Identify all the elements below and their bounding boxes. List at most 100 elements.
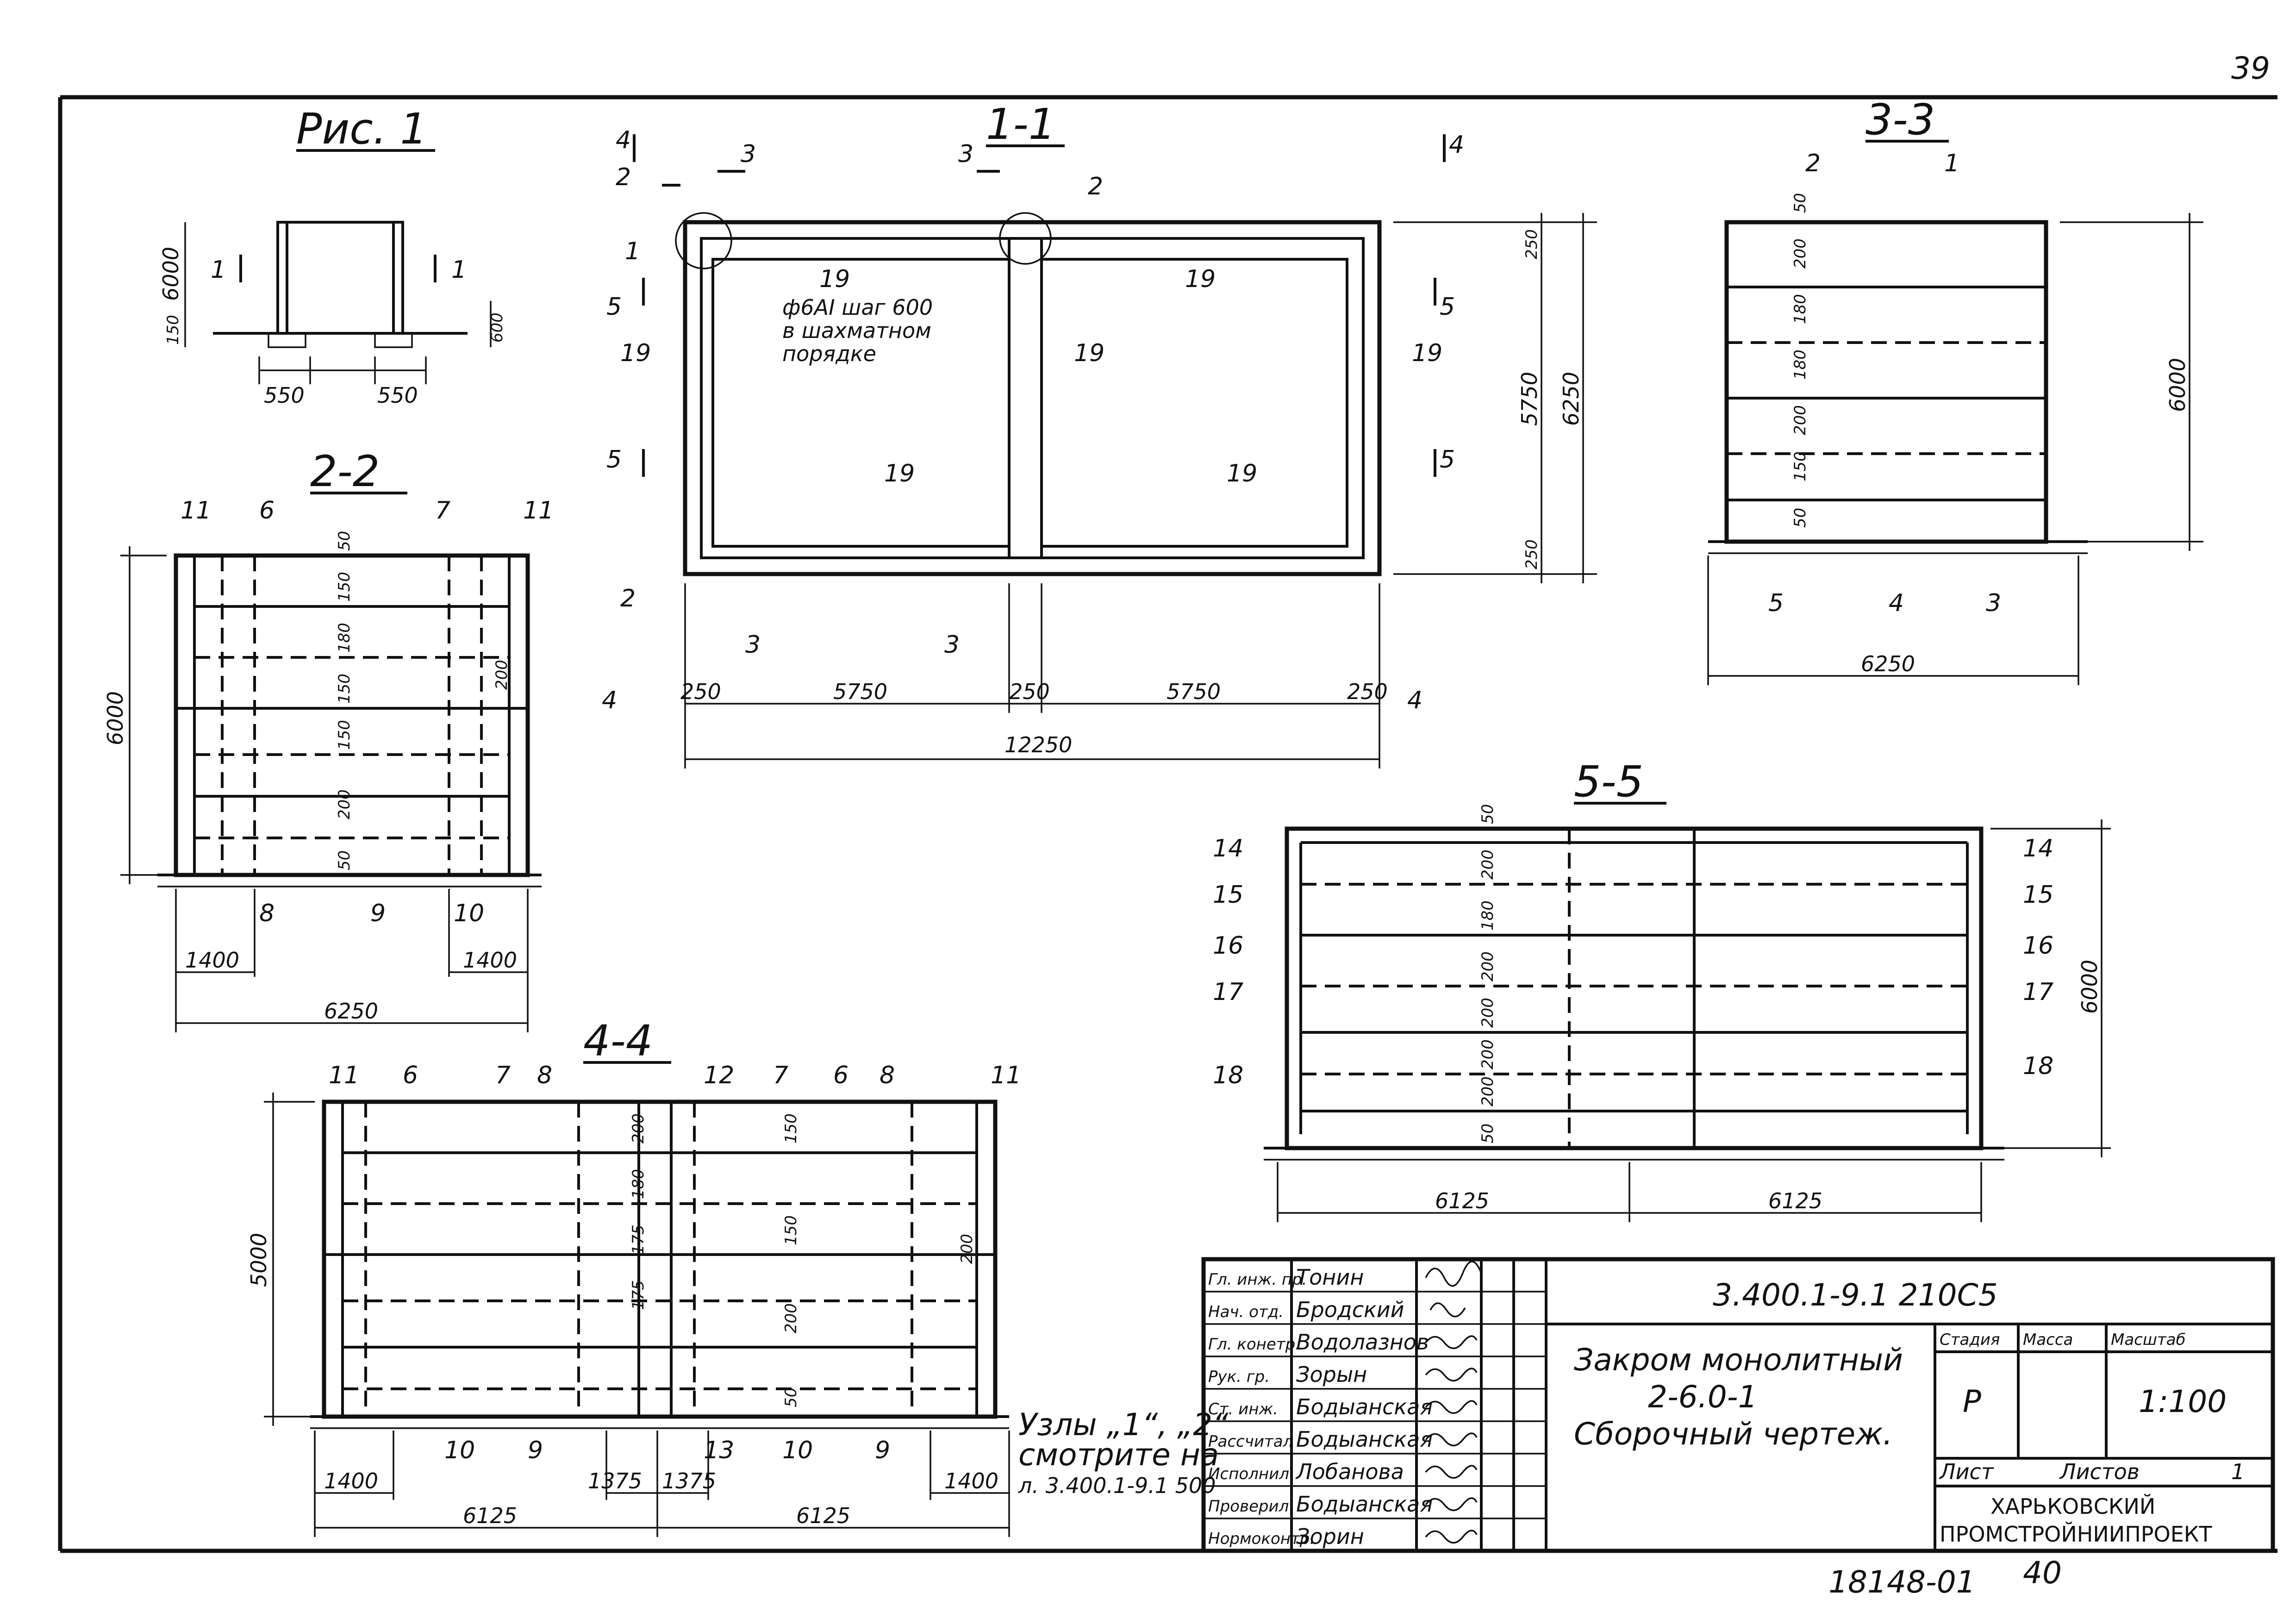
mark-5-5-right-15: 15 [2023,881,2053,909]
section-2-2-title: 2-2 [310,447,380,496]
dim-2-2-a: 50 [335,531,354,551]
cut-3-top-left: 3 [741,140,756,168]
document-title-line1: Закром монолитный [1574,1342,1903,1378]
document-title-line3: Сборочный чертеж. [1574,1416,1893,1452]
role-2: Гл. конетр. [1208,1335,1300,1354]
reinforcement-note-line3: порядке [782,341,876,366]
dim-4-4-d: 150 [782,1215,800,1245]
dim-v-top: 250 [1522,229,1541,259]
fig1-dim-right: 600 [488,312,506,343]
dim-3-3-height: 6000 [2165,358,2190,412]
dim-5-5-w1: 6125 [1435,1188,1489,1213]
dim-4-4-total-left: 6125 [463,1503,517,1528]
mark-2-2-6: 6 [259,497,275,525]
document-code: 3.400.1-9.1 210С5 [1713,1277,1998,1313]
mark-19-e: 19 [1412,339,1442,367]
mark-4-4-9-right: 9 [875,1437,890,1464]
mark-19-g: 19 [1227,460,1257,487]
mark-5-5-right-16: 16 [2023,932,2053,960]
title-block: Гл. инж. пр. Нач. отд. Гл. конетр. Рук. … [1201,1257,2275,1553]
dim-3-3-f: 150 [1791,451,1809,481]
mark-2-2-8: 8 [259,899,275,927]
mark-4-4-6-right: 6 [833,1062,849,1089]
mark-19-f: 19 [884,460,915,487]
dim-3-3-b: 200 [1791,238,1809,269]
dim-4-4-w3: 1375 [662,1468,716,1493]
dim-5-5-d: 200 [1479,951,1497,981]
mark-4-4-10-left: 10 [444,1437,475,1464]
mark-2-2-10: 10 [454,899,484,927]
mark-4-4-6-left: 6 [403,1062,418,1089]
mark-4-4-10-right: 10 [782,1437,813,1464]
mark-19-b: 19 [1185,265,1216,293]
mark-5-5-left-18: 18 [1213,1062,1243,1089]
mark-4-4-11-right: 11 [991,1062,1021,1089]
mark-19-a: 19 [819,265,850,293]
dim-2-2-height: 6000 [103,691,128,745]
cut-5-right-bottom: 5 [1440,446,1455,474]
fig1-title: Рис. 1 [296,104,427,154]
section-3-3: 3-3 1 2 3 4 5 50 200 180 180 200 150 50 … [1707,95,2203,685]
dim-3-3-width: 6250 [1861,651,1915,676]
name-7: Бодыанская [1296,1492,1433,1517]
mark-5-5-left-14: 14 [1213,835,1243,862]
footer-code: 18148-01 [1828,1564,1976,1600]
dim-5-5-e: 200 [1479,998,1497,1028]
name-1: Бродский [1296,1297,1404,1322]
role-4: Ст. инж. [1208,1400,1278,1418]
name-6: Лобанова [1295,1459,1404,1484]
cut-2-bottom: 2 [620,585,636,612]
fig1-view: Рис. 1 1 1 6000 150 600 550 550 [158,104,506,408]
fig1-cut-left: 1 [211,256,226,284]
nodes-note-line3: л. 3.400.1-9.1 500 [1018,1473,1216,1498]
cut-4-bottom-right: 4 [1407,687,1423,714]
cut-2-top: 2 [616,163,631,191]
dim-2-2-width: 6250 [324,999,378,1024]
cut-4-top-right: 4 [1449,131,1464,159]
nodes-note: Узлы „1“, „2“ смотрите на л. 3.400.1-9.1… [1018,1407,1229,1498]
section-3-3-title: 3-3 [1866,95,1935,144]
dim-3-3-g: 50 [1791,508,1809,528]
dim-2-2-c: 180 [335,623,354,653]
dim-wall-right: 250 [1347,679,1388,704]
footer-number: 40 [2023,1555,2062,1591]
role-7: Проверил [1208,1497,1289,1516]
mark-19-c: 19 [620,339,651,367]
cut-4-bottom-left: 4 [602,687,617,714]
document-title-line2: 2-6.0-1 [1648,1379,1758,1415]
dim-4-4-f: 50 [782,1387,800,1407]
role-6: Исполнил [1208,1465,1289,1483]
signature-marks [1425,1261,1482,1544]
dim-4-4-a: 200 [629,1113,648,1143]
section-2-2: 2-2 11 6 7 11 8 9 10 50 150 180 150 150 … [103,447,554,1032]
mark-5-5-left-17: 17 [1213,978,1243,1006]
name-5: Бодыанская [1296,1427,1433,1452]
header-stage: Стадия [1940,1330,2000,1349]
mark-4-4-7-left: 7 [495,1062,511,1089]
sheets-label: Листов [2059,1459,2140,1484]
mark-5-5-right-18: 18 [2023,1052,2053,1080]
cut-4-top-left: 4 [616,126,631,154]
dim-total-length: 12250 [1004,732,1072,757]
page-number: 39 [2231,50,2270,86]
mark-2-2-7: 7 [435,497,450,525]
sheet-label: Лист [1939,1459,1994,1484]
section-4-4-title: 4-4 [583,1016,653,1066]
dim-2-2-f: 200 [335,789,354,819]
name-8: Зорин [1296,1524,1364,1549]
mark-4-4-12: 12 [704,1062,734,1089]
dim-2-2-d: 150 [335,674,354,704]
mark-2-2-9: 9 [370,899,386,927]
name-0: Тонин [1296,1265,1364,1290]
cut-3-bottom-left: 3 [745,631,761,659]
mark-node-2: 2 [1088,173,1103,200]
name-4: Бодыанская [1296,1394,1433,1419]
dim-3-3-c: 180 [1791,294,1809,324]
dim-4-4-w1: 1400 [324,1468,378,1493]
mark-3-3-4: 4 [1889,589,1904,617]
mark-5-5-right-17: 17 [2023,978,2053,1006]
section-5-5: 5-5 14 15 16 17 18 14 15 16 17 18 50 200… [1213,757,2111,1222]
reinforcement-note-line2: в шахматном [782,318,931,343]
fig1-dim-right-wall: 550 [377,383,418,408]
